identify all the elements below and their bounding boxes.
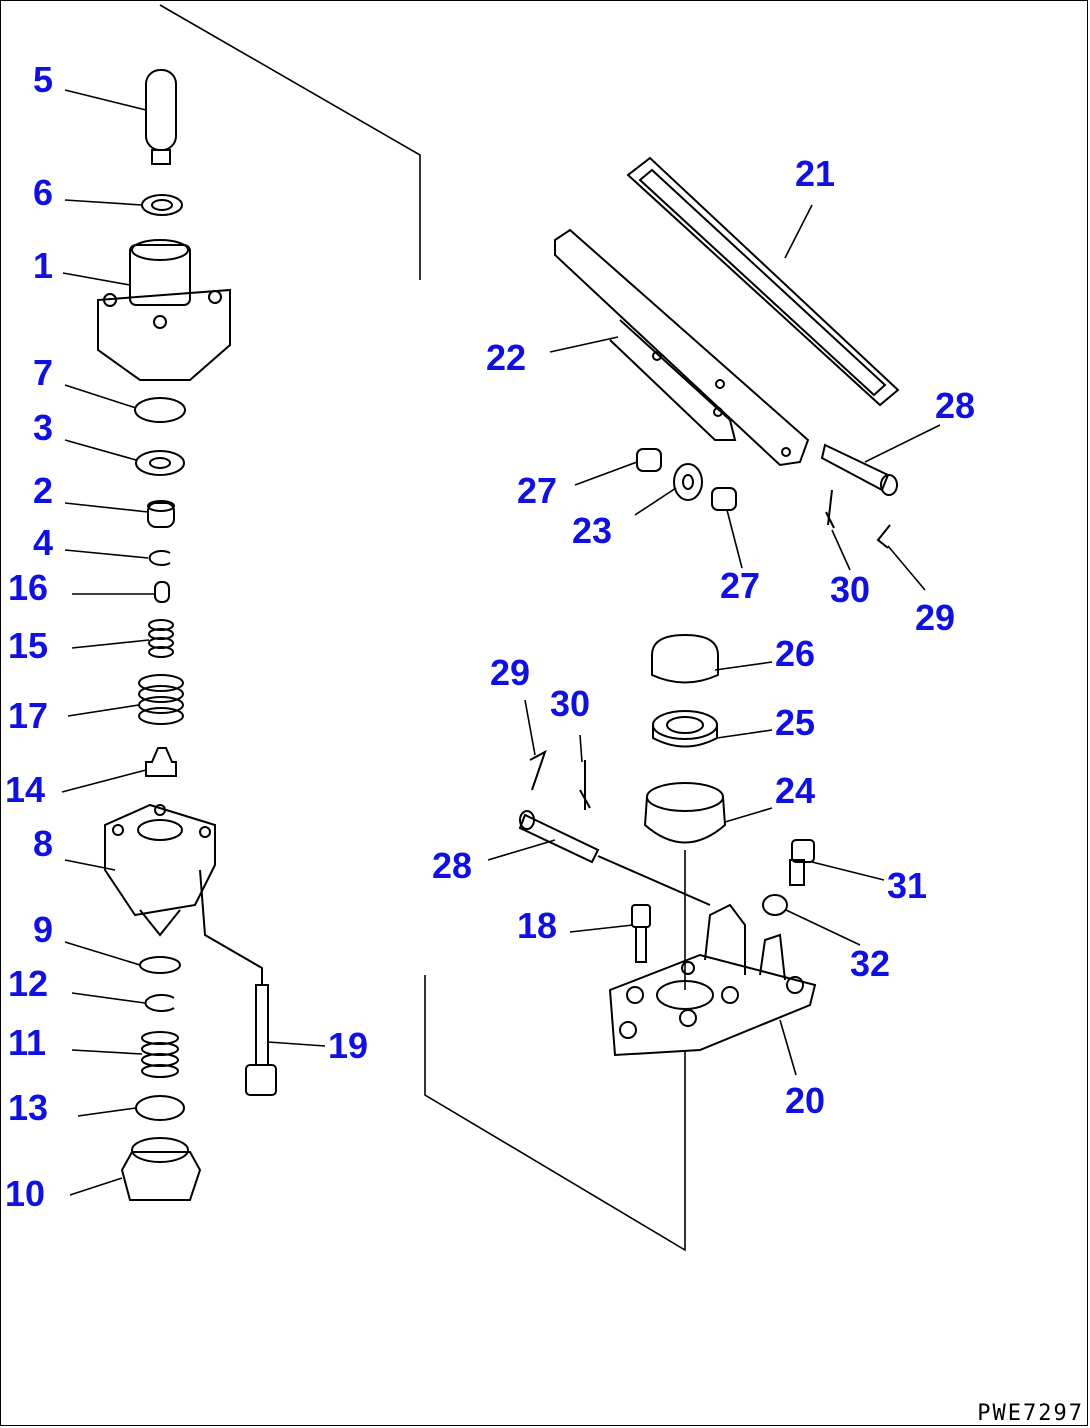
assembly-bracket-lines [159,4,686,1252]
callout-10: 10 [5,1173,46,1214]
valve-spool-part [145,747,177,777]
small-piston-part [154,581,170,603]
callout-28-upper: 28 [935,385,976,426]
o-ring-part [134,397,186,423]
lower-split-pin-part [579,760,591,810]
lower-spring-part [141,1031,179,1078]
callout-1: 1 [33,245,54,286]
plug-part [120,1137,202,1201]
snap-ring-lower-part [144,994,175,1012]
callout-19: 19 [328,1025,369,1066]
upper-pin-part [820,443,898,496]
callout-9: 9 [33,909,54,950]
leader-lines [61,89,941,1196]
base-plate-part [608,903,817,1057]
lower-pin-part [518,810,711,906]
callout-21: 21 [795,153,836,194]
upper-split-pin-part [825,489,835,529]
callout-18: 18 [517,905,558,946]
callout-7: 7 [33,352,54,393]
callout-5: 5 [33,59,54,100]
callout-3: 3 [33,407,54,448]
callout-4: 4 [33,522,54,563]
bushing-part [636,448,737,511]
washer-part [139,956,181,974]
callout-25: 25 [775,702,816,743]
callout-27-left: 27 [517,470,558,511]
mounting-bolt-part [631,904,651,963]
pedal-pad-part [626,156,900,407]
callout-29-upper: 29 [915,597,956,638]
callout-30-lower: 30 [550,683,591,724]
lower-clip-part [529,749,547,791]
nut-part [762,894,788,916]
callout-32: 32 [850,943,891,984]
callout-15: 15 [8,625,49,666]
callout-16: 16 [8,567,49,608]
callout-17: 17 [8,695,49,736]
callout-2: 2 [33,470,54,511]
upper-clip-part [876,524,891,549]
large-spring-part [138,674,184,725]
callout-29-lower: 29 [490,652,531,693]
stopper-bolt-part [789,839,815,886]
valve-body-part [97,239,231,381]
callout-13: 13 [8,1087,49,1128]
cap-part [651,633,719,684]
long-bolt-part [199,869,277,1096]
callout-26: 26 [775,633,816,674]
pedal-washer-part [673,463,703,501]
callout-12: 12 [8,963,49,1004]
retainer-part [147,500,175,528]
pedal-arm-part [554,228,810,467]
lower-o-ring-part [135,1095,185,1121]
callout-6: 6 [33,172,54,213]
callout-24: 24 [775,770,816,811]
seal-part [141,194,183,216]
callout-28-lower: 28 [432,845,473,886]
callout-31: 31 [887,865,928,906]
callout-20: 20 [785,1080,826,1121]
small-spring-part [148,619,174,658]
lock-washer-part [135,450,185,476]
callout-14: 14 [5,769,46,810]
callout-30-upper: 30 [830,569,871,610]
plunger-part [145,69,177,165]
callout-23: 23 [572,510,613,551]
boot-seal-part [652,710,718,748]
boot-part [643,782,727,844]
snap-ring-part [148,550,171,566]
drawing-code: PWE7297 [977,1401,1084,1426]
callout-8: 8 [33,823,54,864]
lower-body-part [104,803,216,937]
callout-22: 22 [486,337,527,378]
callout-27-right: 27 [720,565,761,606]
callout-11: 11 [8,1022,47,1063]
